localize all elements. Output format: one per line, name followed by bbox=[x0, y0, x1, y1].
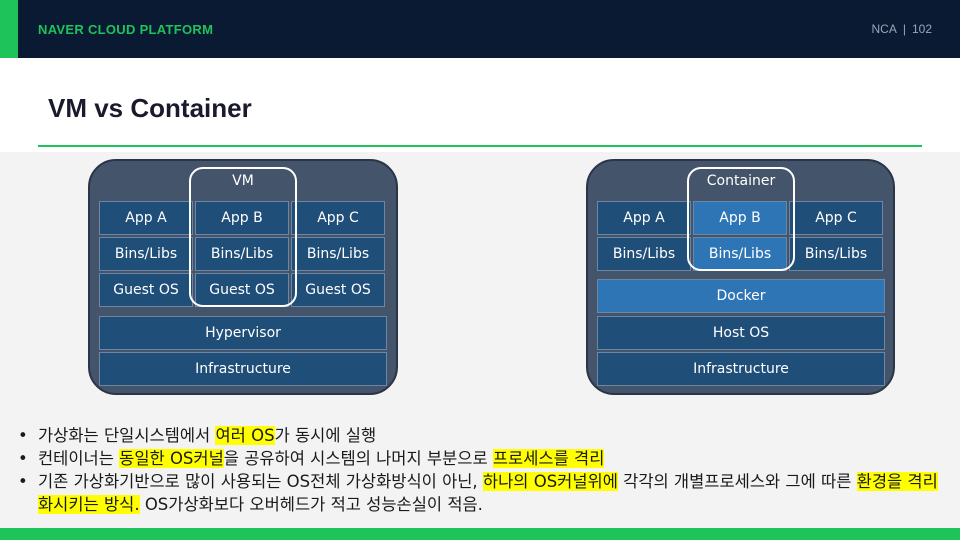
container-bins-c: Bins/Libs bbox=[789, 237, 883, 271]
bullet-text: OS가상화보다 오버헤드가 적고 성능손실이 적음. bbox=[139, 495, 483, 514]
course-label: NCA bbox=[871, 22, 897, 36]
highlighted-text: 프로세스를 격리 bbox=[492, 449, 605, 468]
container-app-c: App C bbox=[789, 201, 883, 235]
container-docker: Docker bbox=[597, 279, 885, 313]
bullet-text: 가상화는 단일시스템에서 bbox=[38, 426, 216, 445]
page-number: 102 bbox=[911, 22, 932, 36]
highlighted-text: 동일한 OS커널 bbox=[119, 449, 224, 468]
page-separator: | bbox=[902, 22, 906, 36]
vm-guest-os-b: Guest OS bbox=[195, 273, 289, 307]
bullet-list: 가상화는 단일시스템에서 여러 OS가 동시에 실행 컨테이너는 동일한 OS커… bbox=[16, 424, 946, 516]
container-highlight-outline: Container bbox=[687, 167, 795, 271]
container-bins-a: Bins/Libs bbox=[597, 237, 691, 271]
container-diagram: App A App B App C Bins/Libs Bins/Libs Bi… bbox=[586, 159, 895, 395]
bullet-text: 컨테이너는 bbox=[38, 449, 120, 468]
page-info: NCA | 102 bbox=[872, 22, 933, 36]
vm-app-a: App A bbox=[99, 201, 193, 235]
brand-label: NAVER CLOUD PLATFORM bbox=[38, 22, 214, 37]
bottom-accent-bar bbox=[0, 528, 960, 540]
bullet-text: 각각의 개별프로세스와 그에 따른 bbox=[617, 472, 857, 491]
container-app-b: App B bbox=[693, 201, 787, 235]
container-bins-b: Bins/Libs bbox=[693, 237, 787, 271]
vm-diagram: App A App B App C Bins/Libs Bins/Libs Bi… bbox=[88, 159, 398, 395]
vm-bins-a: Bins/Libs bbox=[99, 237, 193, 271]
slide-title: VM vs Container bbox=[48, 93, 252, 123]
vm-infrastructure: Infrastructure bbox=[99, 352, 387, 386]
vm-bins-b: Bins/Libs bbox=[195, 237, 289, 271]
vm-highlight-outline: VM bbox=[189, 167, 297, 307]
bullet-text: 가 동시에 실행 bbox=[274, 426, 377, 445]
bullet-item: 컨테이너는 동일한 OS커널을 공유하여 시스템의 나머지 부분으로 프로세스를… bbox=[16, 447, 946, 470]
container-app-a: App A bbox=[597, 201, 691, 235]
vm-hypervisor: Hypervisor bbox=[99, 316, 387, 350]
highlighted-text: 하나의 OS커널위에 bbox=[482, 472, 618, 491]
vm-app-b: App B bbox=[195, 201, 289, 235]
container-host-os: Host OS bbox=[597, 316, 885, 350]
vm-label: VM bbox=[232, 173, 254, 189]
title-underline bbox=[38, 145, 922, 147]
container-label: Container bbox=[706, 173, 776, 189]
header-accent-stripe bbox=[0, 0, 18, 58]
bullet-text: 을 공유하여 시스템의 나머지 부분으로 bbox=[223, 449, 493, 468]
vm-bins-c: Bins/Libs bbox=[291, 237, 385, 271]
container-infrastructure: Infrastructure bbox=[597, 352, 885, 386]
bullet-item: 가상화는 단일시스템에서 여러 OS가 동시에 실행 bbox=[16, 424, 946, 447]
highlighted-text: 여러 OS bbox=[215, 426, 275, 445]
vm-guest-os-a: Guest OS bbox=[99, 273, 193, 307]
bullet-item: 기존 가상화기반으로 많이 사용되는 OS전체 가상화방식이 아닌, 하나의 O… bbox=[16, 470, 946, 516]
top-header-bar: NAVER CLOUD PLATFORM NCA | 102 bbox=[0, 0, 960, 58]
bullet-text: 기존 가상화기반으로 많이 사용되는 OS전체 가상화방식이 아닌, bbox=[38, 472, 483, 491]
vm-app-c: App C bbox=[291, 201, 385, 235]
vm-guest-os-c: Guest OS bbox=[291, 273, 385, 307]
